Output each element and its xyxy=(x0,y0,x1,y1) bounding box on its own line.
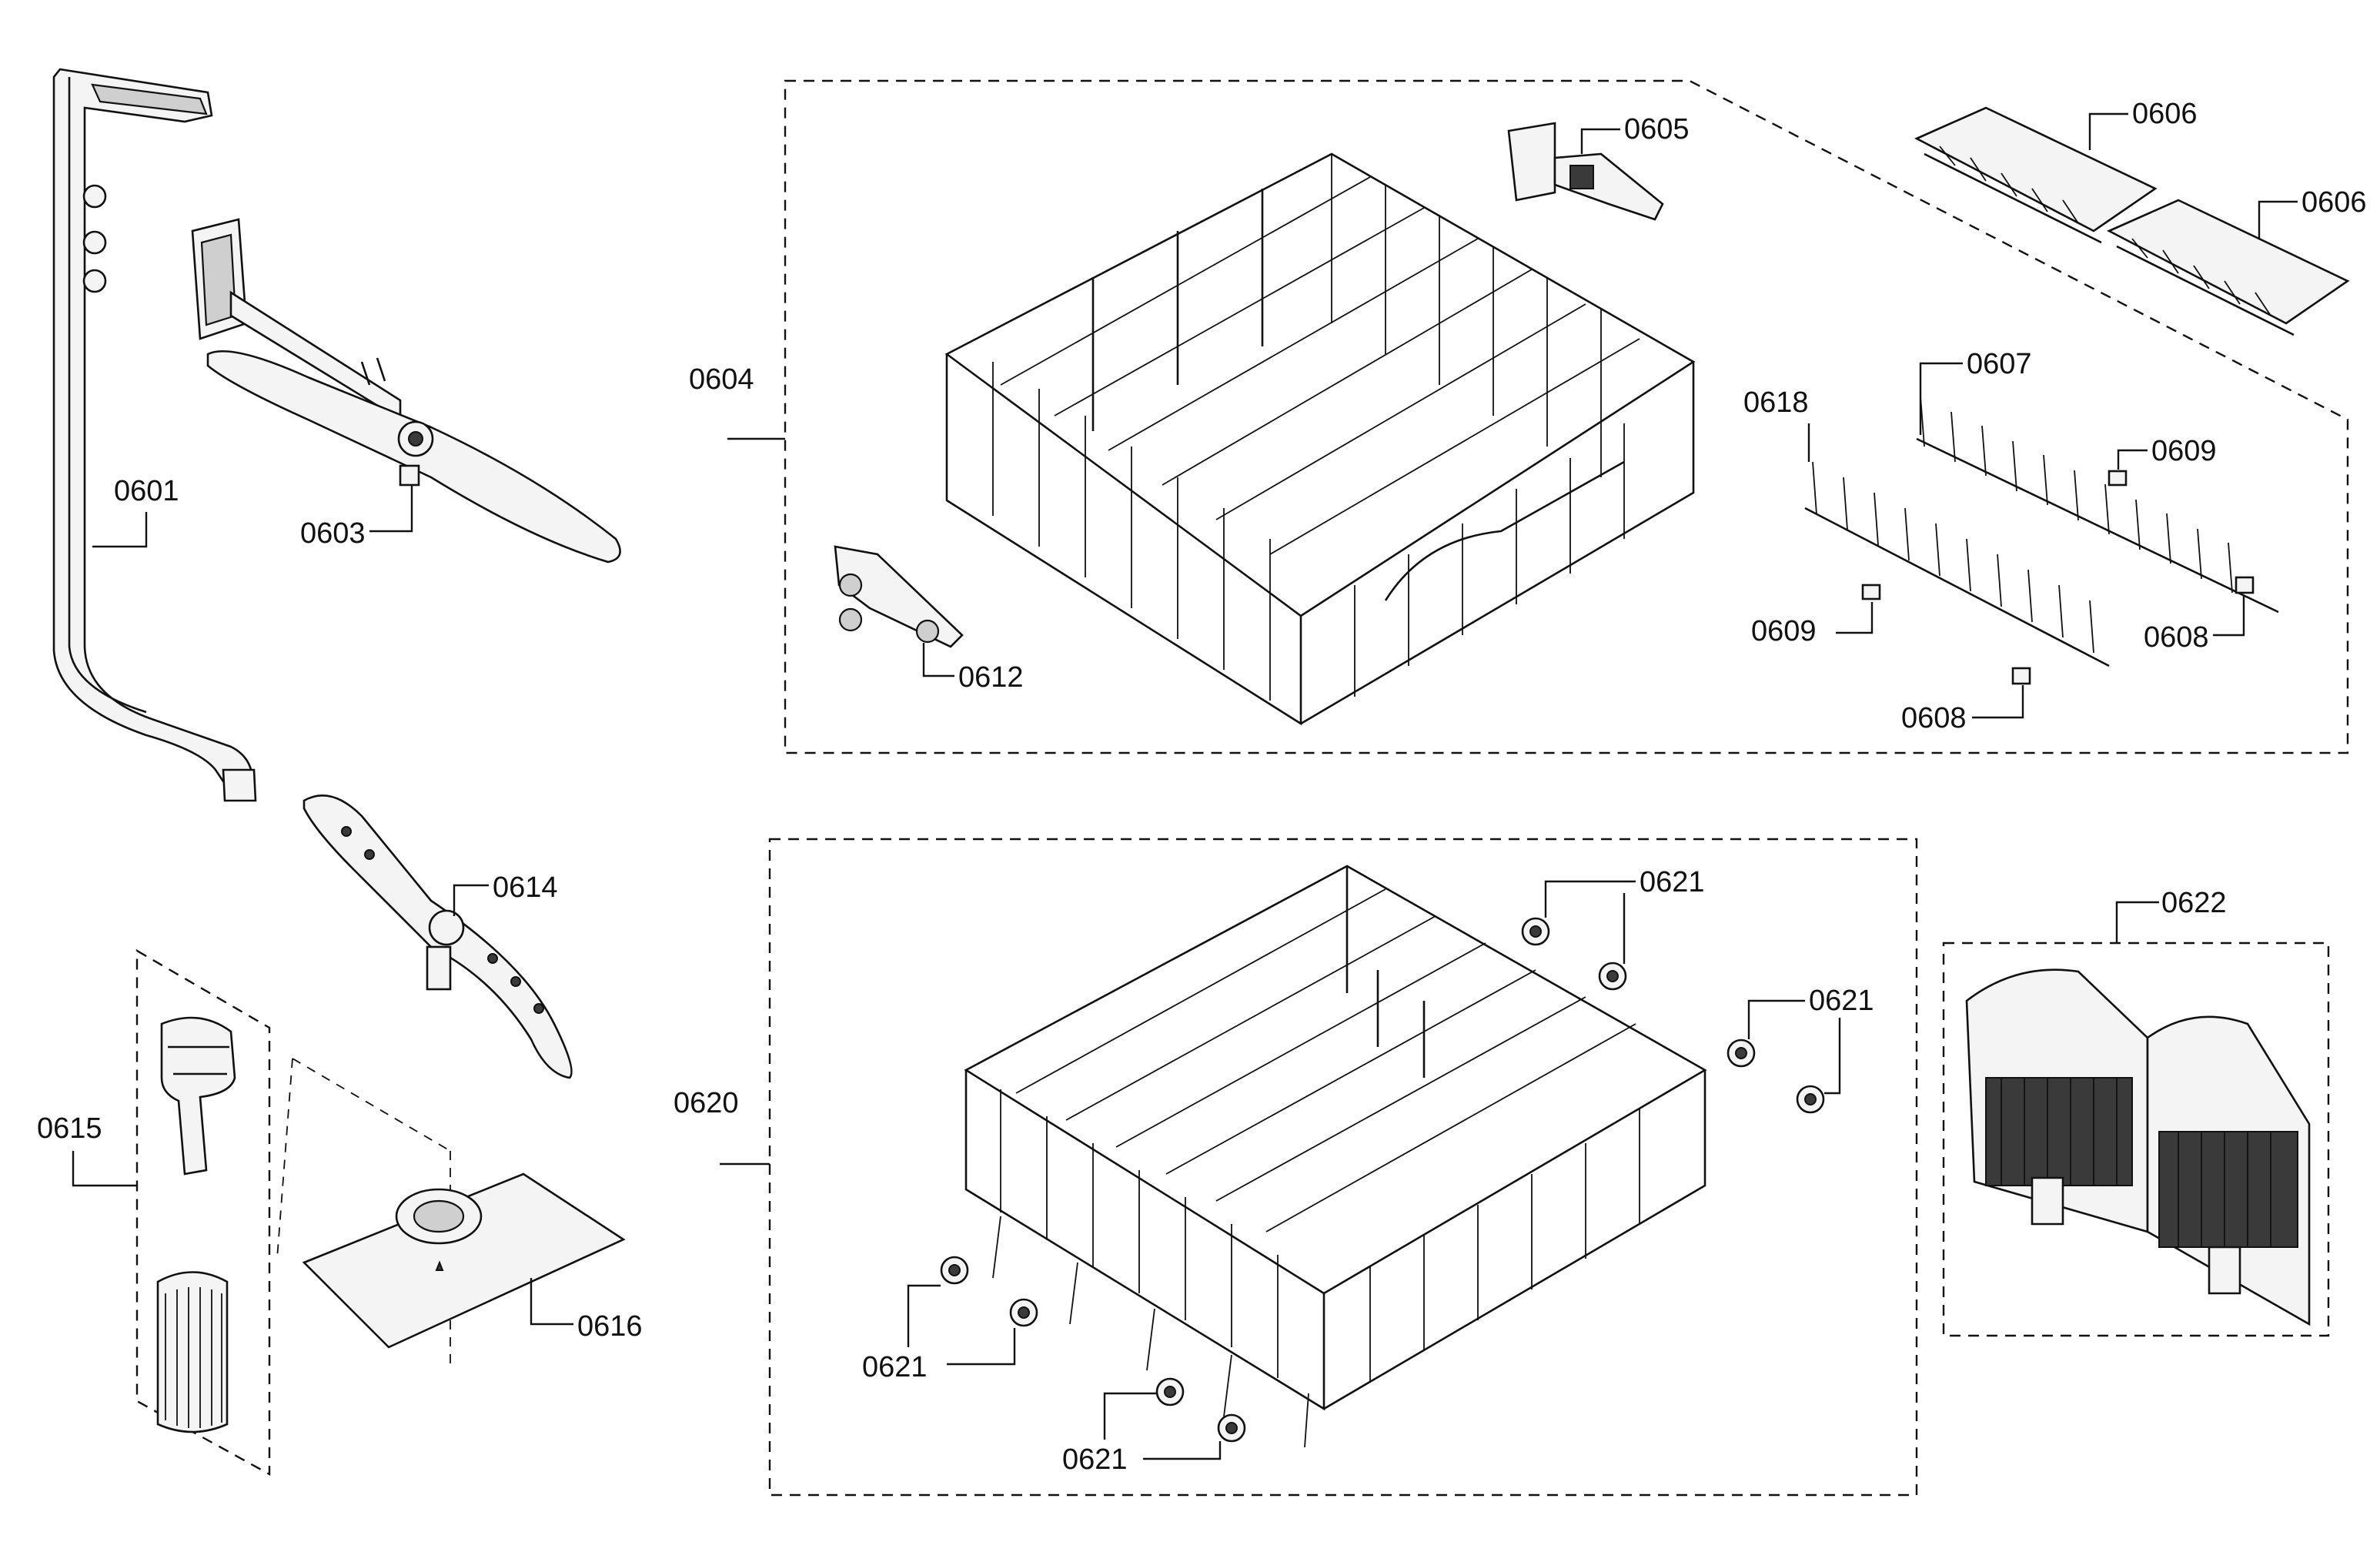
label-0616: 0616 xyxy=(530,1278,643,1343)
part-number-0615: 0615 xyxy=(37,1112,102,1145)
part-0606-cup-shelf-bottom xyxy=(2107,199,2350,336)
part-number-0609b: 0609 xyxy=(1751,615,1817,647)
part-0621-wheels-left xyxy=(940,1256,1038,1327)
label-0609a: 0609 xyxy=(2117,435,2217,470)
label-0620: 0620 xyxy=(674,1087,770,1166)
part-number-0608a: 0608 xyxy=(2144,621,2209,654)
label-0608b: 0608 xyxy=(1901,685,2024,734)
part-number-0612: 0612 xyxy=(958,661,1024,694)
cutlery-basket-boundary xyxy=(1942,942,2330,1337)
upper-rack-basket xyxy=(944,152,1696,726)
part-number-0622: 0622 xyxy=(2161,887,2227,919)
part-0609-clip-left xyxy=(1861,584,1881,600)
part-number-0621d: 0621 xyxy=(1062,1443,1128,1476)
part-0614-lower-spray-arm xyxy=(303,794,573,1079)
part-0618-tine-row xyxy=(1804,461,2110,667)
part-0601-supply-pipe xyxy=(52,68,257,802)
label-0606b: 0606 xyxy=(2258,186,2367,239)
upper-rack-assembly-boundary xyxy=(784,79,2349,754)
part-0608-clip-left xyxy=(2011,667,2031,685)
label-0621b: 0621 xyxy=(1747,985,1874,1095)
part-number-0606a: 0606 xyxy=(2132,98,2198,130)
label-0621d: 0621 xyxy=(1062,1392,1222,1476)
part-number-0603: 0603 xyxy=(300,517,366,550)
label-0614: 0614 xyxy=(453,871,558,916)
part-number-0614: 0614 xyxy=(493,871,558,904)
part-number-0608b: 0608 xyxy=(1901,702,1967,734)
part-number-0604: 0604 xyxy=(689,363,754,396)
part-number-0621a: 0621 xyxy=(1640,866,1705,898)
part-0621-wheels-upper xyxy=(1521,917,1627,991)
part-number-0606b: 0606 xyxy=(2301,186,2367,219)
part-number-0601: 0601 xyxy=(114,475,179,507)
label-0606a: 0606 xyxy=(2088,98,2198,150)
lower-rack-assembly-boundary xyxy=(768,838,1918,1497)
label-0605: 0605 xyxy=(1580,113,1690,154)
part-0609-clip-right xyxy=(2108,470,2128,487)
label-0621c: 0621 xyxy=(862,1284,1016,1383)
part-0622-cutlery-basket xyxy=(1965,968,2311,1326)
part-number-0618: 0618 xyxy=(1743,386,1809,419)
label-0608a: 0608 xyxy=(2144,595,2245,654)
lower-rack-basket xyxy=(964,865,1707,1448)
part-number-0609a: 0609 xyxy=(2151,435,2217,467)
label-0618: 0618 xyxy=(1743,386,1810,462)
label-0601: 0601 xyxy=(92,475,179,548)
label-0603: 0603 xyxy=(300,485,413,550)
part-0616-filter-plate xyxy=(276,1058,626,1370)
label-0609b: 0609 xyxy=(1751,602,1874,647)
part-number-0620: 0620 xyxy=(674,1087,739,1119)
part-number-0621c: 0621 xyxy=(862,1351,928,1383)
label-0622: 0622 xyxy=(2115,887,2227,943)
part-0603-upper-spray-arm xyxy=(191,218,621,564)
label-0612: 0612 xyxy=(922,643,1024,694)
part-0621-wheels-bottom xyxy=(1155,1377,1246,1443)
label-0621a: 0621 xyxy=(1544,866,1705,964)
part-number-0605: 0605 xyxy=(1624,113,1690,145)
part-0606-cup-shelf-top xyxy=(1914,106,2158,244)
label-0615: 0615 xyxy=(37,1112,137,1187)
part-0615-filter-assembly xyxy=(135,948,271,1477)
part-number-0621b: 0621 xyxy=(1809,985,1874,1017)
part-0621-wheels-right xyxy=(1727,1039,1825,1114)
part-number-0607: 0607 xyxy=(1967,348,2032,380)
part-0612-rack-roller-bracket xyxy=(834,545,964,648)
label-0604: 0604 xyxy=(689,363,785,440)
part-0607-tine-row xyxy=(1916,396,2279,614)
part-0608-clip-right xyxy=(2235,576,2255,594)
label-0607: 0607 xyxy=(1919,348,2032,435)
part-number-0616: 0616 xyxy=(577,1310,643,1343)
part-0605-rack-adjuster xyxy=(1507,122,1664,221)
